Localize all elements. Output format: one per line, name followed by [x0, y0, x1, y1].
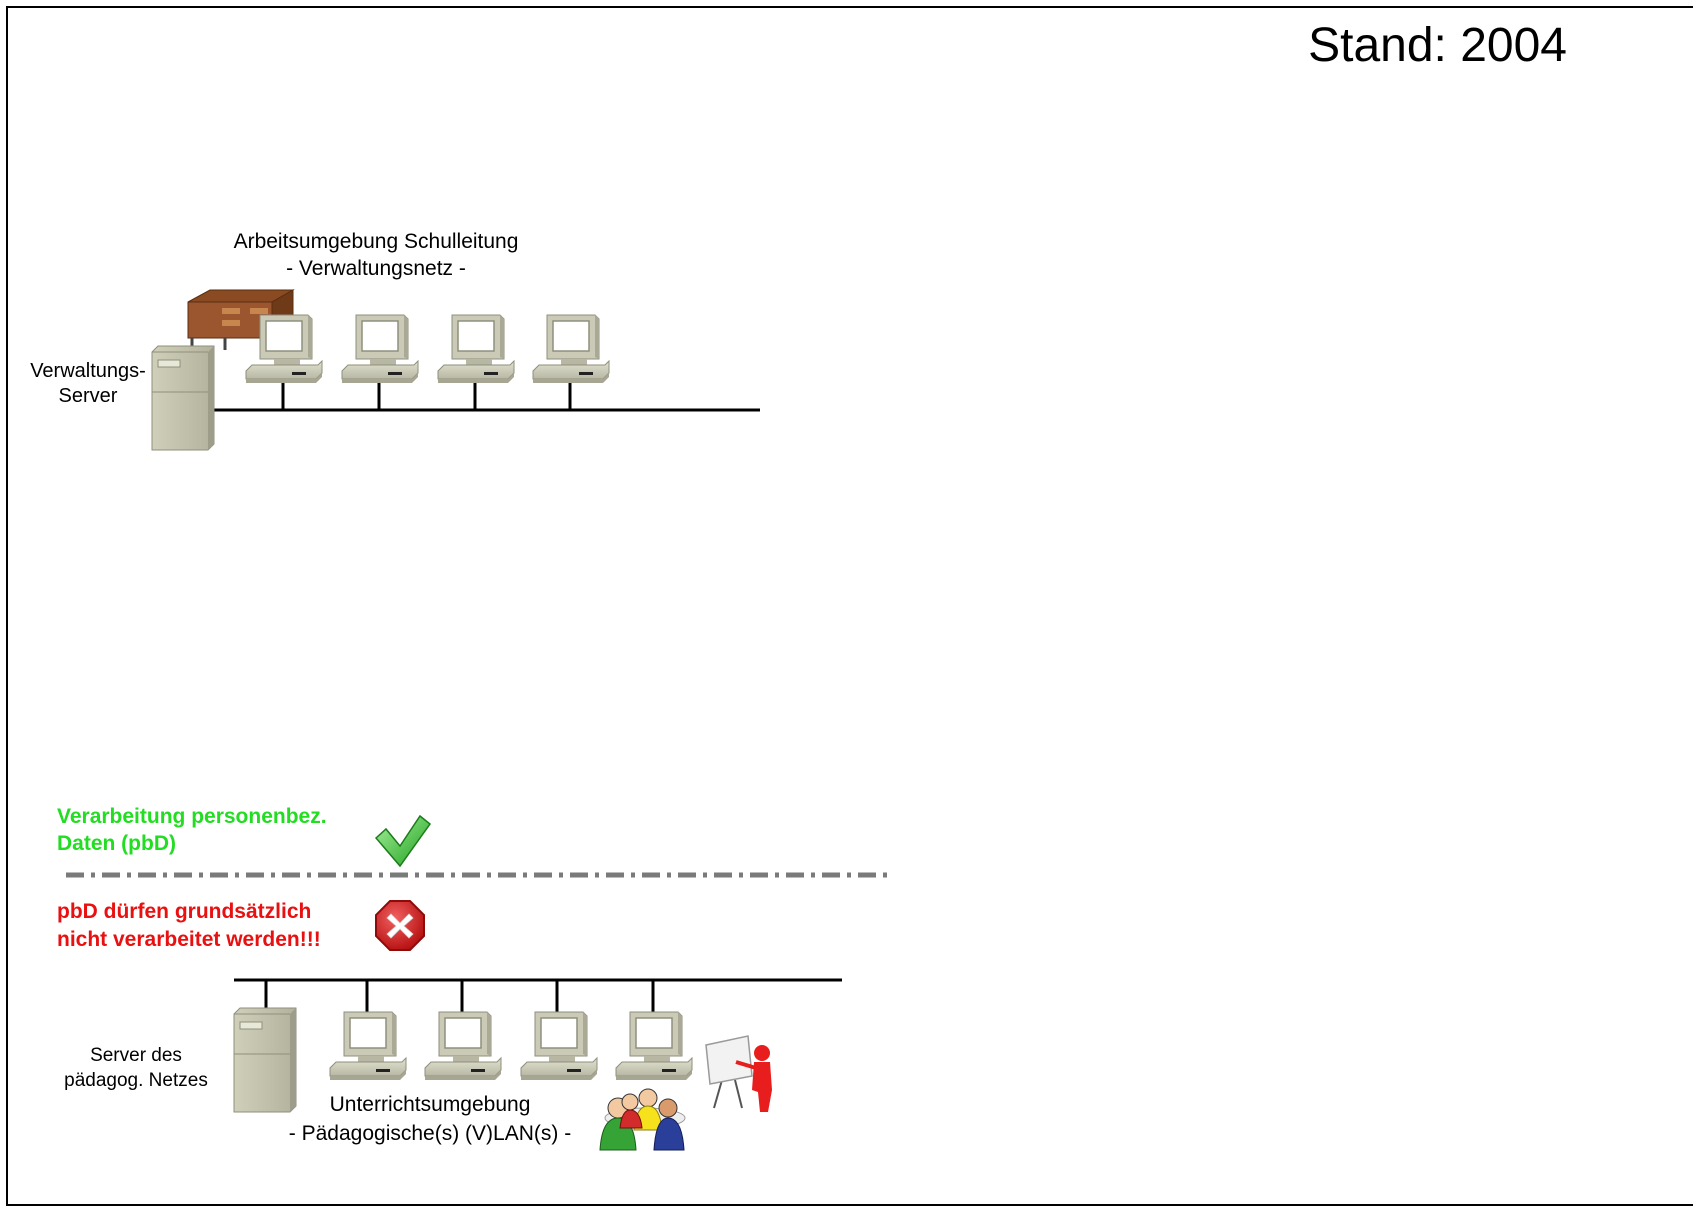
checkmark-icon	[374, 814, 432, 868]
stand-date: Stand: 2004	[1308, 19, 1567, 72]
admin-server-label: Verwaltungs-	[30, 360, 146, 382]
ped-pc-1-icon	[329, 1011, 407, 1081]
stop-x-icon	[375, 900, 425, 951]
admin-server-label-2: Server	[58, 385, 118, 407]
admin-server-icon	[151, 345, 215, 451]
network-diagram: Stand: 2004 Arbeitsumgebung Schulleitung…	[6, 6, 1693, 1206]
admin-pc-4-icon	[532, 314, 610, 384]
ped-pc-4-icon	[615, 1011, 693, 1081]
allowed-text: Verarbeitung personenbez.	[57, 805, 327, 828]
diagram-graphics	[66, 289, 888, 1151]
pedagogical-network-bus	[234, 978, 842, 1012]
ped-pc-3-icon	[520, 1011, 598, 1081]
admin-network-subtitle: - Verwaltungsnetz -	[286, 257, 466, 280]
admin-pc-2-icon	[341, 314, 419, 384]
pedagogical-network-subtitle: - Pädagogische(s) (V)LAN(s) -	[288, 1122, 572, 1145]
pedagogical-server-label: Server des	[90, 1045, 182, 1066]
ped-pc-2-icon	[424, 1011, 502, 1081]
admin-pc-3-icon	[437, 314, 515, 384]
pedagogical-network-title: Unterrichtsumgebung	[329, 1093, 531, 1116]
students-group-icon	[599, 1088, 686, 1151]
forbidden-text-2: nicht verarbeitet werden!!!	[57, 928, 321, 951]
teacher-whiteboard-icon	[705, 1035, 772, 1112]
pedagogical-server-label-2: pädagog. Netzes	[64, 1070, 208, 1091]
forbidden-text: pbD dürfen grundsätzlich	[57, 900, 312, 923]
admin-network-title: Arbeitsumgebung Schulleitung	[233, 230, 519, 253]
desk-icon	[187, 289, 295, 358]
allowed-text-2: Daten (pbD)	[57, 832, 176, 855]
